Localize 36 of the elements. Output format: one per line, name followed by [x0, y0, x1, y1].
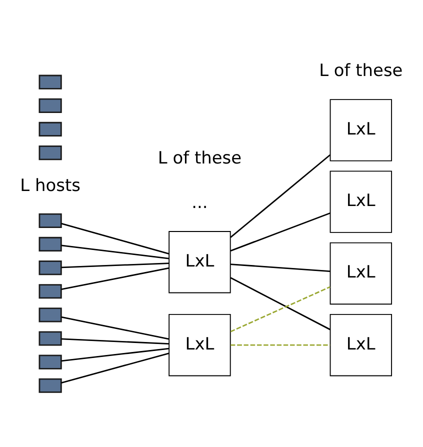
- connector: [230, 344, 330, 346]
- node-box: LxL: [330, 170, 392, 233]
- node-box: [38, 378, 62, 393]
- connector: [61, 352, 170, 384]
- node-box: LxL: [168, 231, 231, 294]
- node-box: LxL: [330, 242, 392, 305]
- connector: [230, 264, 330, 272]
- connector: [61, 316, 170, 340]
- connector: [230, 154, 331, 238]
- node-box: [38, 308, 62, 322]
- connector: [230, 286, 330, 332]
- node-box: [38, 122, 62, 137]
- label: L of these: [158, 148, 242, 168]
- node-box: [38, 213, 62, 228]
- node-box: LxL: [330, 314, 392, 376]
- label: L of these: [319, 60, 403, 80]
- connector: [61, 222, 170, 254]
- node-box: [38, 331, 62, 346]
- node-box: [38, 98, 62, 113]
- node-box: [38, 260, 62, 276]
- connector: [61, 267, 170, 290]
- label: ...: [192, 192, 208, 212]
- connector: [61, 262, 170, 268]
- node-box: LxL: [168, 314, 231, 376]
- node-box: [38, 74, 62, 90]
- connector: [230, 212, 330, 252]
- label: L hosts: [20, 174, 80, 195]
- node-box: [38, 146, 62, 160]
- connector: [61, 244, 170, 260]
- connector: [230, 277, 330, 330]
- connector: [61, 338, 170, 344]
- node-box: LxL: [330, 99, 392, 162]
- node-box: [38, 236, 62, 252]
- node-box: [38, 354, 62, 370]
- node-box: [38, 284, 62, 299]
- connector: [61, 348, 170, 362]
